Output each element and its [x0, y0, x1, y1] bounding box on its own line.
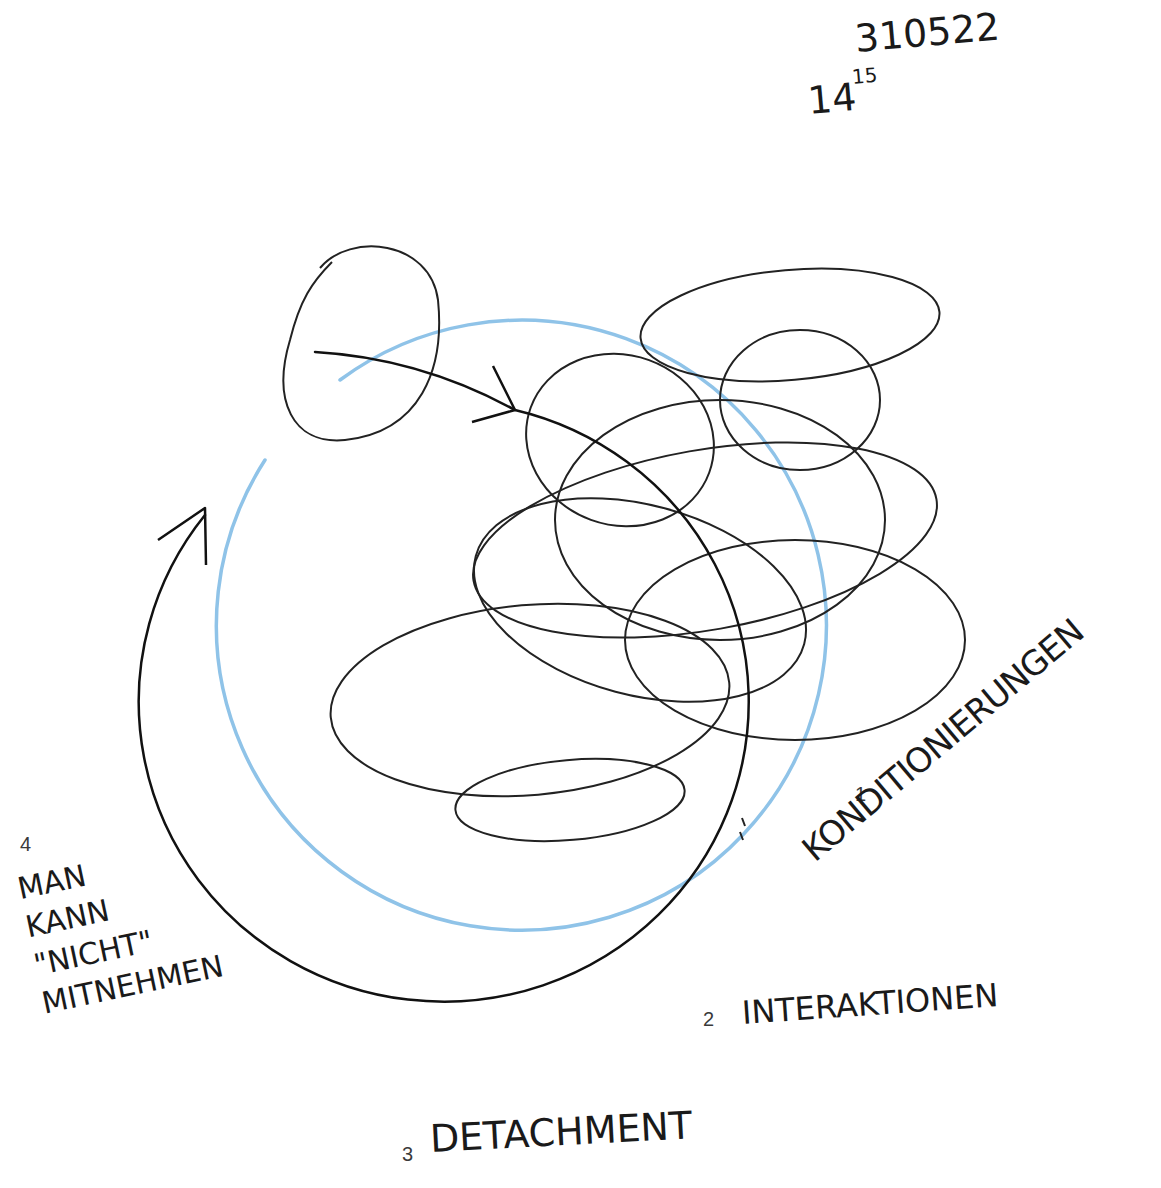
- scribble-loop: [458, 411, 952, 670]
- scribble-loop: [636, 257, 944, 393]
- small-loop: [284, 246, 440, 440]
- callout-number: 4: [20, 833, 31, 856]
- scribble-loop: [502, 328, 739, 553]
- scribble-loop: [322, 588, 737, 812]
- black-cycle: [139, 352, 749, 1002]
- date-note: 310522: [853, 5, 1001, 61]
- stage-label: DETACHMENT: [429, 1104, 693, 1161]
- arrow-head: [472, 366, 515, 422]
- scribble-loop: [452, 750, 688, 850]
- stage-note: MAN KANN "NICHT" MITNEHMEN: [14, 868, 56, 1023]
- time-note: 14: [806, 76, 858, 124]
- stage-label: KONDITIONIERUNGEN: [795, 612, 1091, 869]
- scribble-loop: [625, 540, 965, 740]
- stage-label: INTERAKTIONEN: [741, 977, 1000, 1032]
- pen-mark: [740, 818, 745, 840]
- scribble-loop: [555, 400, 885, 640]
- arrow-head: [158, 508, 206, 565]
- callout-number: 2: [703, 1008, 714, 1031]
- scribble: [322, 257, 965, 850]
- time-note: 15: [851, 64, 878, 89]
- callout-number: 3: [402, 1143, 413, 1166]
